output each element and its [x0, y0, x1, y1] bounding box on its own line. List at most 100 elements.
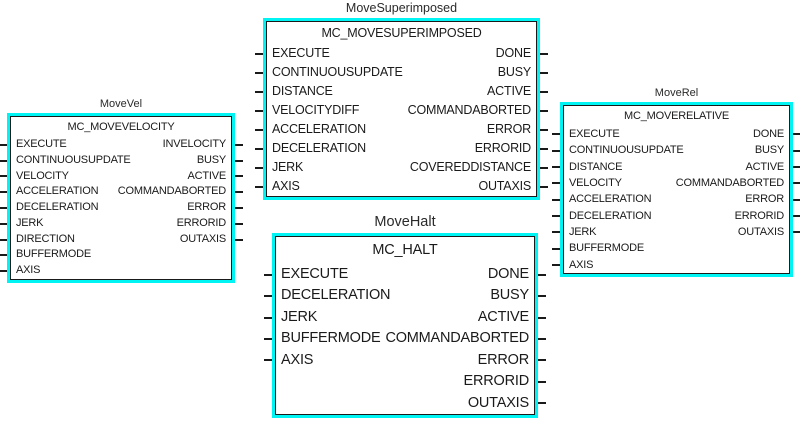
output-pin[interactable] [793, 198, 800, 201]
block-instance-name: MoveSuperimposed [345, 1, 458, 15]
output-pin[interactable] [540, 52, 548, 55]
output-pin[interactable] [540, 71, 548, 74]
output-pin[interactable] [235, 222, 243, 225]
input-pin[interactable] [552, 182, 560, 185]
input-pin-label: JERK [281, 308, 318, 325]
input-pin[interactable] [0, 175, 7, 178]
input-pin[interactable] [552, 133, 560, 136]
output-pin[interactable] [538, 273, 546, 276]
output-pin[interactable] [538, 295, 546, 298]
output-pin[interactable] [235, 238, 243, 241]
output-pin-label: ERROR [486, 122, 531, 136]
output-pin[interactable] [540, 109, 548, 112]
input-pin[interactable] [552, 149, 560, 152]
input-pin[interactable] [255, 166, 263, 169]
input-pin[interactable] [255, 109, 263, 112]
input-pin-label: ACCELERATION [16, 185, 99, 198]
output-pin[interactable] [235, 207, 243, 209]
output-pin-label: ERROR [187, 201, 226, 214]
input-pin-label: DISTANCE [569, 160, 623, 173]
input-pin[interactable] [0, 207, 7, 209]
input-pin[interactable] [0, 254, 7, 257]
output-pin-label: DONE [753, 128, 784, 140]
input-pin[interactable] [552, 247, 560, 250]
input-pin-label: EXECUTE [16, 138, 67, 150]
input-pin[interactable] [552, 214, 560, 217]
output-pin[interactable] [540, 90, 548, 93]
input-pin[interactable] [552, 263, 560, 266]
pin-row: BUFFERMODE [11, 247, 231, 263]
output-pin[interactable] [538, 316, 546, 319]
input-pin-label: DISTANCE [272, 84, 333, 98]
output-pin[interactable] [793, 231, 800, 234]
function-block[interactable]: MoveSuperimposed MC_MOVESUPERIMPOSED EXE… [255, 1, 548, 200]
output-pin[interactable] [540, 147, 548, 150]
input-pin[interactable] [264, 273, 272, 276]
output-pin[interactable] [540, 166, 548, 169]
output-pin-label: INVELOCITY [162, 138, 227, 150]
output-pin[interactable] [235, 191, 243, 194]
input-pin-label: VELOCITY [16, 169, 69, 182]
input-pin-label: JERK [272, 160, 304, 174]
input-pin-label: AXIS [272, 179, 300, 193]
input-pin[interactable] [0, 238, 7, 241]
output-pin[interactable] [538, 359, 546, 362]
input-pin-label: CONTINUOUSUPDATE [16, 153, 131, 166]
input-pin[interactable] [552, 165, 560, 168]
block-type-name: MC_MOVEVELOCITY [67, 121, 175, 133]
output-pin[interactable] [793, 182, 800, 185]
input-pin[interactable] [0, 222, 7, 225]
output-pin[interactable] [538, 338, 546, 340]
output-pin[interactable] [793, 133, 800, 136]
output-pin[interactable] [538, 402, 546, 405]
output-pin-label: COMMANDABORTED [675, 176, 784, 189]
pin-row: BUFFERMODE [564, 240, 789, 256]
input-pin[interactable] [552, 198, 560, 201]
output-pin-label: OUTAXIS [478, 179, 531, 193]
input-pin[interactable] [0, 191, 7, 194]
input-pin[interactable] [264, 338, 272, 340]
output-pin[interactable] [538, 380, 546, 383]
block-type-name: MC_MOVERELATIVE [624, 110, 729, 122]
output-pin[interactable] [793, 214, 800, 217]
input-pin[interactable] [255, 185, 263, 188]
input-pin-label: VELOCITYDIFF [272, 103, 360, 117]
input-pin[interactable] [264, 295, 272, 298]
output-pin-label: COMMANDABORTED [117, 185, 226, 198]
input-pin[interactable] [552, 231, 560, 234]
output-pin[interactable] [540, 128, 548, 131]
input-pin-label: BUFFERMODE [16, 248, 92, 261]
input-pin[interactable] [255, 128, 263, 131]
input-pin[interactable] [0, 159, 7, 162]
output-pin[interactable] [235, 175, 243, 178]
input-pin[interactable] [264, 316, 272, 319]
output-pin[interactable] [793, 149, 800, 152]
output-pin[interactable] [235, 159, 243, 162]
pin-row: AXIS [11, 263, 231, 279]
input-pin[interactable] [255, 71, 263, 74]
input-pin[interactable] [0, 143, 7, 146]
output-pin[interactable] [793, 165, 800, 168]
input-pin[interactable] [255, 90, 263, 93]
output-pin[interactable] [235, 143, 243, 146]
input-pin[interactable] [255, 52, 263, 55]
input-pin[interactable] [0, 270, 7, 273]
output-pin[interactable] [540, 185, 548, 188]
input-pin[interactable] [264, 359, 272, 362]
input-pin[interactable] [255, 147, 263, 150]
